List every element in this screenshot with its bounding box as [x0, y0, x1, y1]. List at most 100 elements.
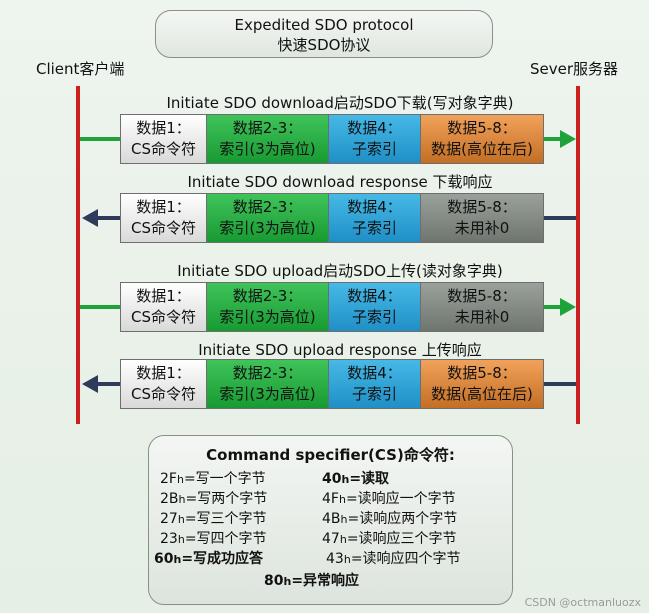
cell-index: 数据2-3：索引(3为高位) [207, 194, 329, 242]
cell-desc: CS命令符 [131, 385, 196, 403]
cs-hex-suffix: h [176, 473, 184, 486]
cell-label: 数据5-8： [447, 287, 517, 305]
cs-entry: 80h=异常响应 [264, 570, 359, 590]
arrow-head-right-icon [560, 130, 576, 148]
cell-label: 数据1： [136, 198, 191, 216]
cell-desc: CS命令符 [131, 308, 196, 326]
cs-meaning: =写两个字节 [185, 491, 268, 507]
cs-code: 2F [160, 471, 177, 487]
cs-entry: 27h=写三个字节 [160, 508, 267, 528]
cell-label: 数据2-3： [232, 364, 303, 382]
message-title-download: Initiate SDO download启动SDO下载(写对象字典) [166, 94, 514, 112]
arrow-head-left-icon [82, 209, 98, 227]
cs-entry: 47h=读响应三个字节 [322, 528, 457, 548]
message-title-upload-response: Initiate SDO upload response 上传响应 [198, 341, 482, 359]
cs-meaning: =读响应三个字节 [346, 531, 457, 547]
cell-cs: 数据1： CS命令符 [121, 360, 207, 408]
cs-code: 4B [322, 511, 341, 527]
cell-data: 数据5-8：数据(高位在后) [421, 115, 543, 163]
cs-code: 2B [160, 491, 179, 507]
cell-desc: 子索引 [351, 219, 397, 237]
cs-code: 27 [160, 511, 178, 527]
cs-entry: 2Bh=写两个字节 [160, 488, 267, 508]
cell-subindex: 数据4：子索引 [329, 360, 421, 408]
cell-desc: 索引(3为高位) [219, 308, 316, 326]
cs-hex-suffix: h [343, 553, 351, 566]
cell-desc: CS命令符 [131, 140, 196, 158]
message-title-download-response: Initiate SDO download response 下载响应 [187, 173, 493, 191]
cell-desc: 子索引 [351, 385, 397, 403]
command-specifier-box [148, 435, 513, 605]
cell-subindex: 数据4： 子索引 [329, 283, 421, 331]
cell-index: 数据2-3： 索引(3为高位) [207, 115, 329, 163]
cell-label: 数据5-8： [447, 364, 517, 382]
cell-label: 数据1： [136, 287, 191, 305]
cell-label: 数据1： [136, 119, 191, 137]
arrow-upload-request [80, 298, 576, 316]
cs-meaning: =读响应四个字节 [350, 551, 461, 567]
cell-desc: CS命令符 [131, 219, 196, 237]
cell-label: 数据2-3： [232, 119, 303, 137]
cs-hex-suffix: h [177, 513, 185, 526]
cs-meaning: =写三个字节 [184, 511, 267, 527]
cell-label: 数据4： [347, 119, 402, 137]
cs-code: 60 [154, 551, 174, 567]
frame-upload-request: 数据1： CS命令符 数据2-3： 索引(3为高位) 数据4： 子索引 数据5-8： 未… [120, 282, 544, 332]
cs-entry: 2Fh=写一个字节 [160, 468, 266, 488]
arrow-head-left-icon [82, 375, 98, 393]
cs-meaning: =异常响应 [291, 573, 360, 589]
cell-label: 数据4： [347, 198, 402, 216]
cell-desc: 未用补0 [454, 308, 510, 326]
frame-download-response: 数据1： CS命令符 数据2-3：索引(3为高位) 数据4： 子索引 数据5-8： 未… [120, 193, 544, 243]
command-specifier-title: Command specifier(CS)命令符: [206, 446, 455, 464]
cell-data: 数据5-8： 数据(高位在后) [421, 360, 543, 408]
frame-upload-response: 数据1：CS命令符 数据2-3：索引(3为高位) 数据4：子索引 数据5-8：数… [120, 359, 544, 409]
arrow-head-right-icon [560, 298, 576, 316]
cs-entry: 40h=读取 [322, 468, 389, 488]
cs-hex-suffix: h [339, 533, 347, 546]
client-lifeline [76, 86, 80, 424]
cs-code: 23 [160, 531, 178, 547]
diagram-title-english: Expedited SDO protocol [234, 16, 414, 34]
cell-desc: 未用补0 [454, 219, 510, 237]
cell-desc: 索引(3为高位) [219, 385, 316, 403]
cs-hex-suffix: h [283, 575, 292, 588]
cs-entry: 60h=写成功应答 [154, 548, 263, 568]
cs-code: 43 [326, 551, 344, 567]
server-lifeline [576, 86, 580, 424]
cs-meaning: =写四个字节 [184, 531, 267, 547]
arrow-upload-response [82, 375, 576, 393]
cell-data: 数据5-8： 未用补0 [421, 194, 543, 242]
cell-desc: 数据(高位在后) [431, 140, 533, 158]
diagram-title-box: Expedited SDO protocol 快速SDO协议 [155, 10, 493, 58]
cell-label: 数据4： [347, 287, 402, 305]
cell-desc: 数据(高位在后) [431, 385, 533, 403]
cell-label: 数据1： [136, 364, 191, 382]
cell-subindex: 数据4：子索引 [329, 115, 421, 163]
server-label: Sever服务器 [530, 60, 619, 78]
cell-label: 数据5-8： [447, 198, 517, 216]
message-title-upload: Initiate SDO upload启动SDO上传(读对象字典) [177, 262, 503, 280]
cs-code: 80 [264, 573, 284, 589]
diagram-title-chinese: 快速SDO协议 [277, 36, 371, 54]
cs-hex-suffix: h [178, 493, 186, 506]
watermark-text: CSDN @octmanluozx [524, 596, 641, 609]
cs-code: 40 [322, 471, 342, 487]
cs-hex-suffix: h [341, 473, 350, 486]
client-label: Client客户端 [36, 60, 125, 78]
cell-cs: 数据1： CS命令符 [121, 115, 207, 163]
cell-index: 数据2-3： 索引(3为高位) [207, 283, 329, 331]
cell-label: 数据2-3： [232, 198, 303, 216]
cs-hex-suffix: h [177, 533, 185, 546]
cell-label: 数据2-3： [232, 287, 303, 305]
cs-code: 47 [322, 531, 340, 547]
cell-desc: 子索引 [351, 308, 397, 326]
cs-hex-suffix: h [340, 513, 348, 526]
cell-cs: 数据1： CS命令符 [121, 194, 207, 242]
cs-entry: 23h=写四个字节 [160, 528, 267, 548]
cell-index: 数据2-3： 索引(3为高位) [207, 360, 329, 408]
cell-desc: 索引(3为高位) [219, 140, 316, 158]
cs-entry: 4Bh=读响应两个字节 [322, 508, 457, 528]
arrow-download-request [80, 130, 576, 148]
cs-meaning: =读取 [349, 471, 390, 487]
